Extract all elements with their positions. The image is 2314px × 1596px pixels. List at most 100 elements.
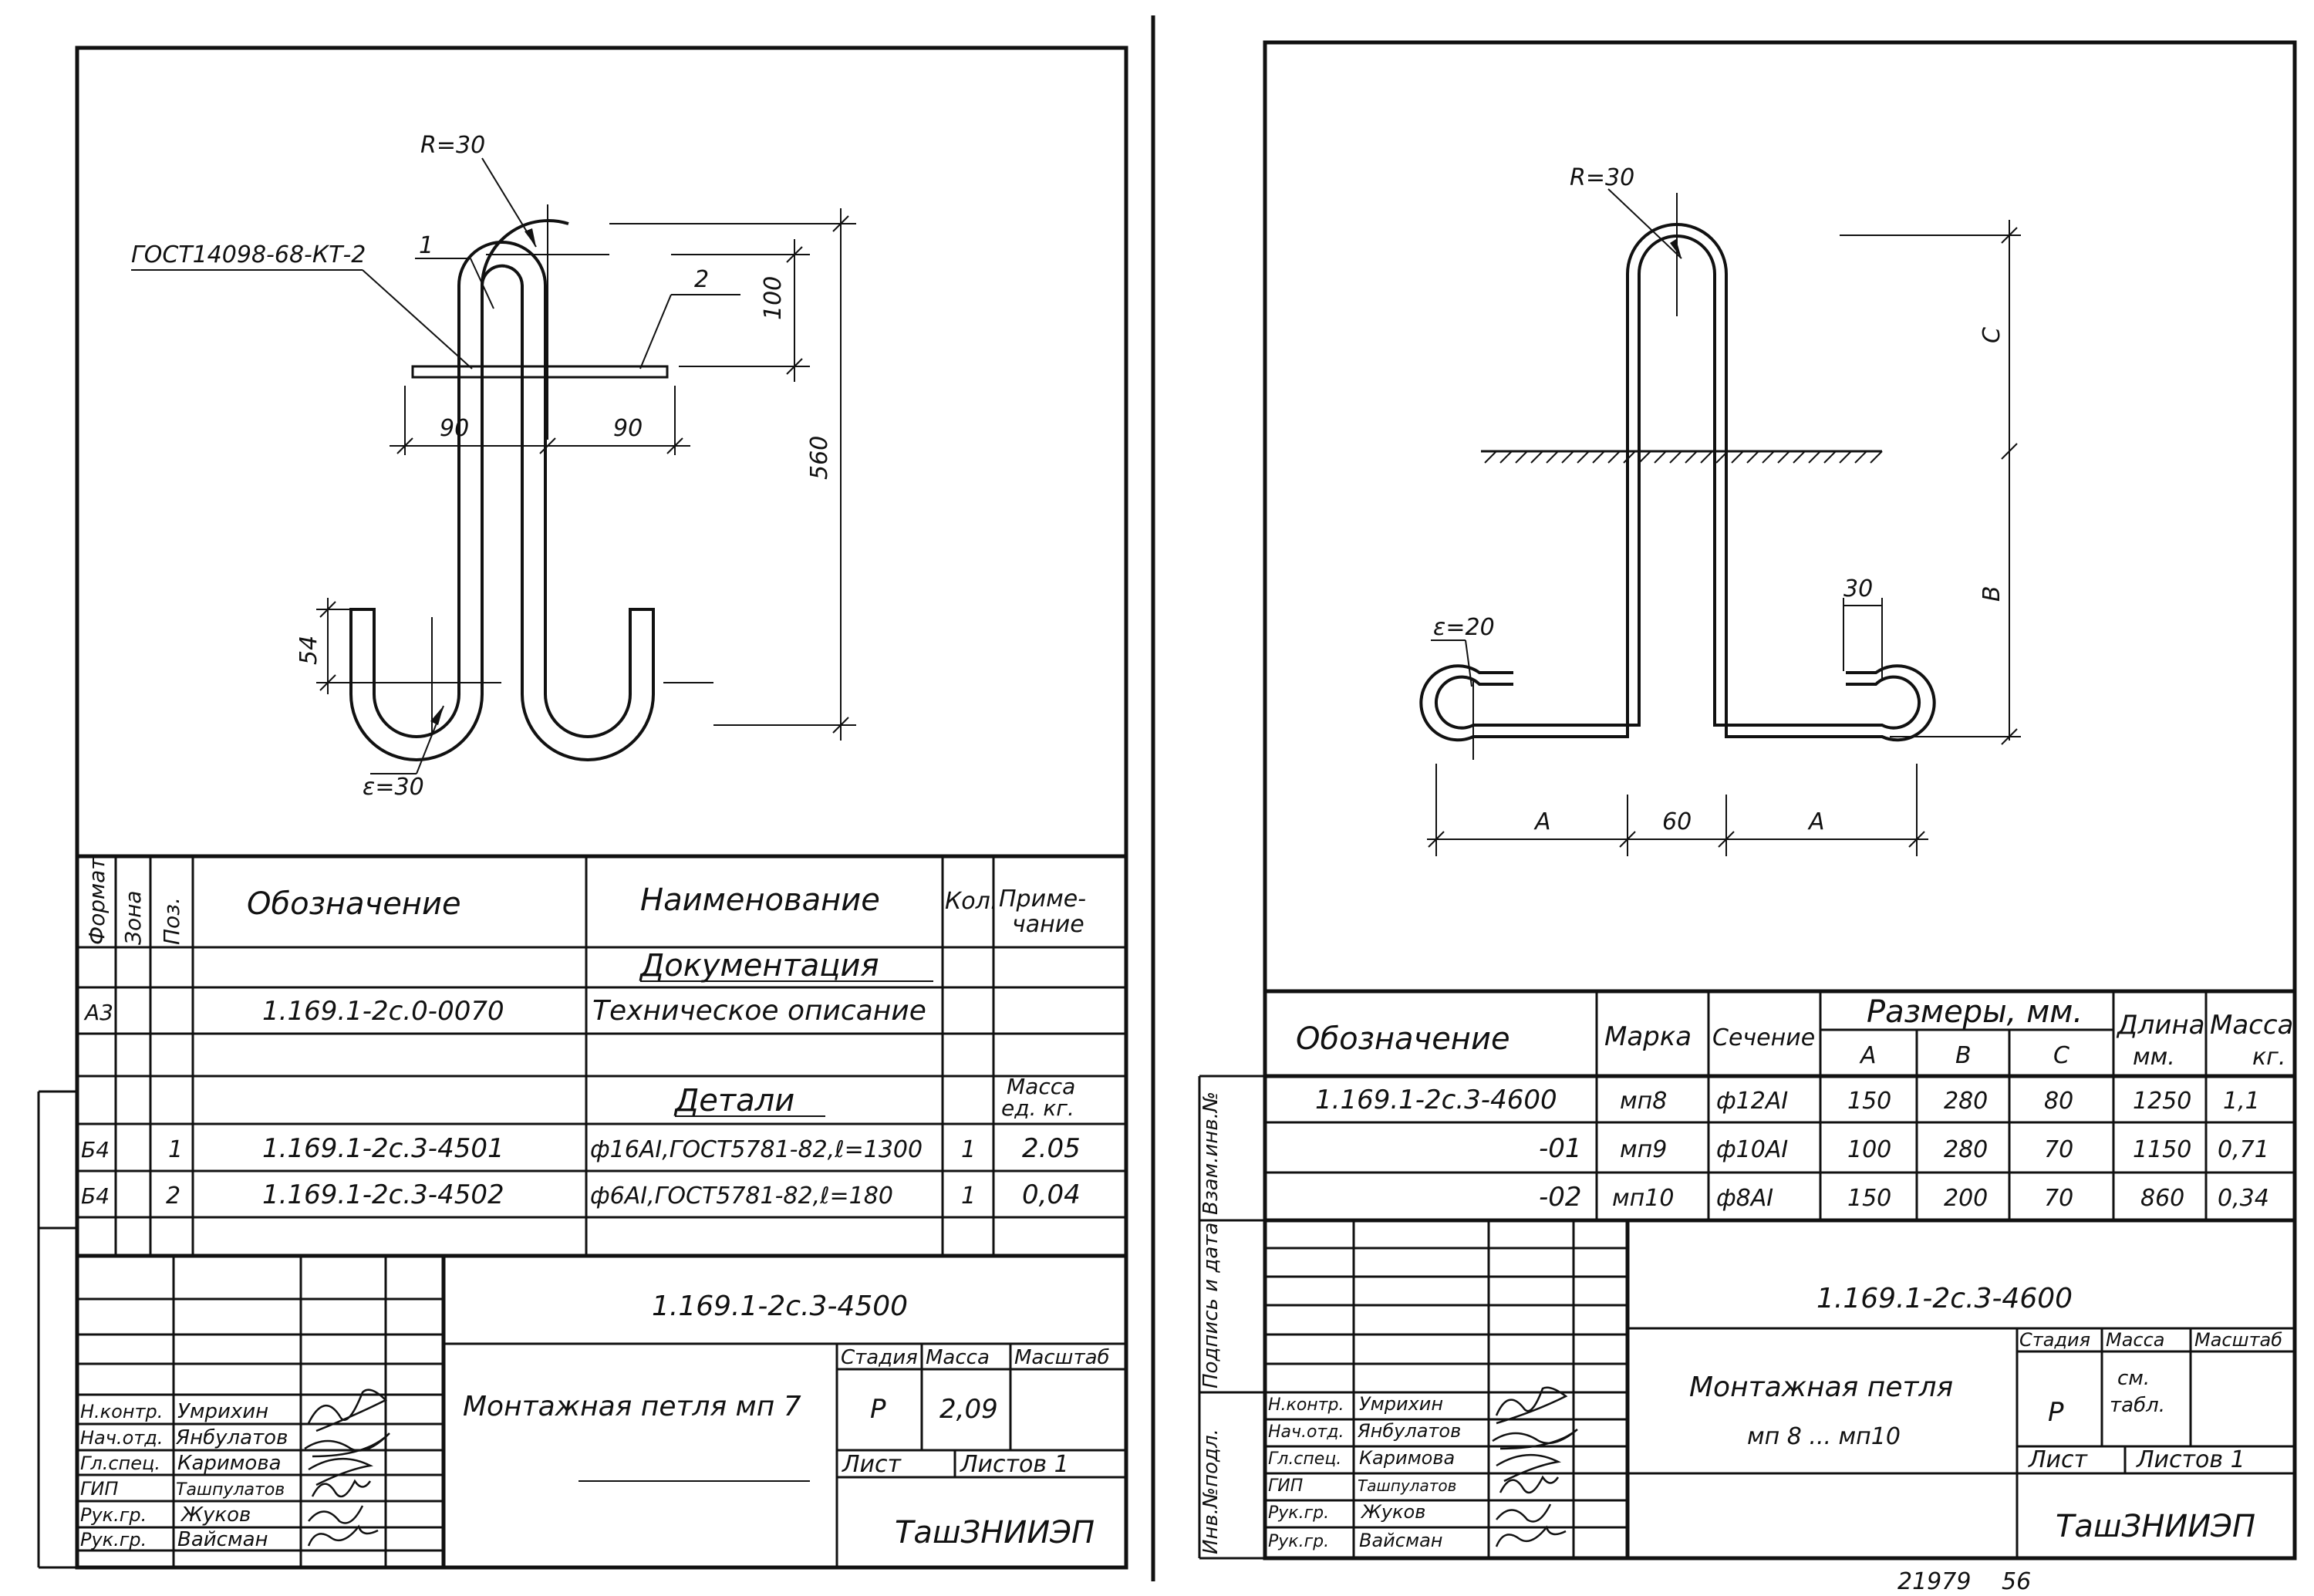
row-2-name: ф16АI,ГОСТ5781-82,ℓ=1300 bbox=[590, 1136, 923, 1163]
row-1-format: А3 bbox=[83, 1000, 113, 1025]
stage-value-1: Р bbox=[870, 1394, 886, 1425]
doc-code-1: 1.169.1-2с.3-4500 bbox=[652, 1291, 908, 1322]
r1-a: 150 bbox=[1847, 1088, 1891, 1115]
th-name: Наименование bbox=[640, 882, 880, 918]
name-2-1: Умрихин bbox=[1359, 1393, 1443, 1415]
r2-length: 1150 bbox=[2133, 1136, 2191, 1163]
r2-section: ф10АI bbox=[1716, 1136, 1788, 1163]
side-label-podp: Подпись и дата bbox=[1199, 1223, 1223, 1388]
name-2-3: Каримова bbox=[1359, 1447, 1455, 1469]
sheet-1: R=30 ГОСТ14098-68-КТ-2 1 2 100 bbox=[37, 15, 1155, 1581]
label-pos-1: 1 bbox=[419, 232, 433, 259]
role-2-4: ГИП bbox=[1268, 1476, 1303, 1496]
r1-section: ф12АI bbox=[1716, 1088, 1788, 1115]
row-1-name: Техническое описание bbox=[592, 995, 926, 1027]
r3-designation: -02 bbox=[1539, 1182, 1582, 1213]
dim-a-right: А bbox=[1807, 808, 1825, 835]
name-2-2: Янбулатов bbox=[1357, 1420, 1461, 1442]
mass-value-2b: табл. bbox=[2110, 1394, 2165, 1417]
r3-mark: мп10 bbox=[1612, 1185, 1674, 1212]
role-1-2: Нач.отд. bbox=[80, 1427, 163, 1449]
name-1-2: Янбулатов bbox=[175, 1426, 288, 1449]
doc-code-2: 1.169.1-2с.3-4600 bbox=[1816, 1283, 2073, 1314]
dim-r-top-2: R=30 bbox=[1570, 164, 1634, 191]
th-pos: Поз. bbox=[159, 897, 184, 945]
mass-label-1: Масса bbox=[926, 1346, 990, 1369]
dim-30: 30 bbox=[1843, 575, 1873, 602]
r1-c: 80 bbox=[2044, 1088, 2073, 1115]
dim-100: 100 bbox=[760, 276, 787, 320]
dim-90-right: 90 bbox=[613, 415, 643, 442]
row-3-name: ф6АI,ГОСТ5781-82,ℓ=180 bbox=[590, 1183, 893, 1210]
product-name-1: Монтажная петля мп 7 bbox=[463, 1391, 801, 1422]
th-mass-2: ед. кг. bbox=[1001, 1095, 1074, 1121]
row-3-format: Б4 bbox=[81, 1183, 110, 1209]
name-2-5: Жуков bbox=[1360, 1501, 1425, 1523]
row-2-note: 2.05 bbox=[1022, 1133, 1081, 1164]
scale-label-2: Масштаб bbox=[2194, 1329, 2282, 1351]
sheet-1-frame bbox=[75, 46, 1128, 1570]
th-mass-1: Масса bbox=[1007, 1074, 1075, 1099]
th2-length-1: Длина bbox=[2116, 1010, 2204, 1041]
stage-label-1: Стадия bbox=[841, 1346, 918, 1369]
side-label-inv: Инв.№подл. bbox=[1199, 1429, 1223, 1554]
role-1-1: Н.контр. bbox=[80, 1401, 163, 1422]
th2-section: Сечение bbox=[1712, 1024, 1815, 1051]
mass-value-2a: см. bbox=[2117, 1367, 2150, 1390]
th2-mass-2: кг. bbox=[2252, 1044, 2285, 1071]
r1-designation: 1.169.1-2с.3-4600 bbox=[1315, 1085, 1557, 1115]
sheets-label-1: Листов 1 bbox=[960, 1451, 1069, 1478]
r2-b: 280 bbox=[1944, 1136, 1988, 1163]
signatures-1 bbox=[304, 1388, 390, 1547]
dim-r-top: R=30 bbox=[420, 132, 485, 159]
product-name-2a: Монтажная петля bbox=[1689, 1372, 1953, 1403]
r1-mass: 1,1 bbox=[2223, 1088, 2260, 1115]
row-2-designation: 1.169.1-2с.3-4501 bbox=[262, 1133, 504, 1164]
sheets-label-2: Листов 1 bbox=[2136, 1446, 2245, 1473]
dim-90-left: 90 bbox=[440, 415, 469, 442]
role-2-2: Нач.отд. bbox=[1268, 1422, 1344, 1442]
name-1-3: Каримова bbox=[177, 1452, 282, 1475]
name-2-6: Вайсман bbox=[1359, 1530, 1442, 1551]
r3-section: ф8АI bbox=[1716, 1185, 1773, 1212]
name-2-4: Ташпулатов bbox=[1358, 1476, 1456, 1495]
r2-mass: 0,71 bbox=[2218, 1136, 2269, 1163]
row-2-qty: 1 bbox=[961, 1136, 976, 1163]
mass-value-1: 2,09 bbox=[939, 1394, 998, 1425]
role-2-6: Рук.гр. bbox=[1268, 1532, 1329, 1551]
title-block-1: 1.169.1-2с.3-4500 Монтажная петля мп 7 С… bbox=[77, 1256, 1126, 1567]
role-2-3: Гл.спец. bbox=[1268, 1449, 1341, 1469]
name-1-6: Вайсман bbox=[177, 1528, 268, 1551]
side-label-vzam: Взам.инв.№ bbox=[1199, 1092, 1223, 1215]
r3-b: 200 bbox=[1944, 1185, 1988, 1212]
th2-length-2: мм. bbox=[2133, 1044, 2175, 1071]
name-1-1: Умрихин bbox=[177, 1400, 268, 1423]
role-1-4: ГИП bbox=[80, 1478, 118, 1500]
th2-c: С bbox=[2053, 1042, 2069, 1069]
spec-table-1: Формат Зона Поз. Обозначение Наименовани… bbox=[77, 854, 1126, 1258]
sizes-table-2: Обозначение Марка Сечение Размеры, мм. А… bbox=[1265, 989, 2295, 1223]
row-1-designation: 1.169.1-2с.0-0070 bbox=[262, 996, 504, 1027]
sheet-2: Взам.инв.№ Подпись и дата Инв.№подл. R=3… bbox=[1198, 40, 2297, 1595]
mass-label-2: Масса bbox=[2106, 1329, 2165, 1351]
dim-54: 54 bbox=[295, 636, 322, 665]
role-1-6: Рук.гр. bbox=[80, 1529, 147, 1550]
label-pos-2: 2 bbox=[694, 266, 709, 293]
row-3-pos: 2 bbox=[166, 1183, 180, 1210]
th2-sizes: Размеры, мм. bbox=[1867, 994, 2083, 1030]
role-1-3: Гл.спец. bbox=[80, 1453, 160, 1474]
row-3-qty: 1 bbox=[961, 1183, 976, 1210]
footer-page: 56 bbox=[2002, 1568, 2031, 1595]
th-designation: Обозначение bbox=[247, 886, 461, 922]
th-qty: Кол. bbox=[945, 888, 997, 915]
role-2-1: Н.контр. bbox=[1268, 1395, 1344, 1415]
th-zone: Зона bbox=[120, 890, 146, 945]
th-format: Формат bbox=[84, 857, 110, 945]
title-block-2: 1.169.1-2с.3-4600 Монтажная петля мп 8 .… bbox=[1265, 1220, 2295, 1558]
row-2-pos: 1 bbox=[168, 1136, 183, 1163]
th2-designation: Обозначение bbox=[1296, 1021, 1510, 1057]
role-2-5: Рук.гр. bbox=[1268, 1503, 1329, 1523]
product-name-2b: мп 8 ... мп10 bbox=[1747, 1423, 1901, 1450]
row-2-format: Б4 bbox=[81, 1137, 110, 1162]
